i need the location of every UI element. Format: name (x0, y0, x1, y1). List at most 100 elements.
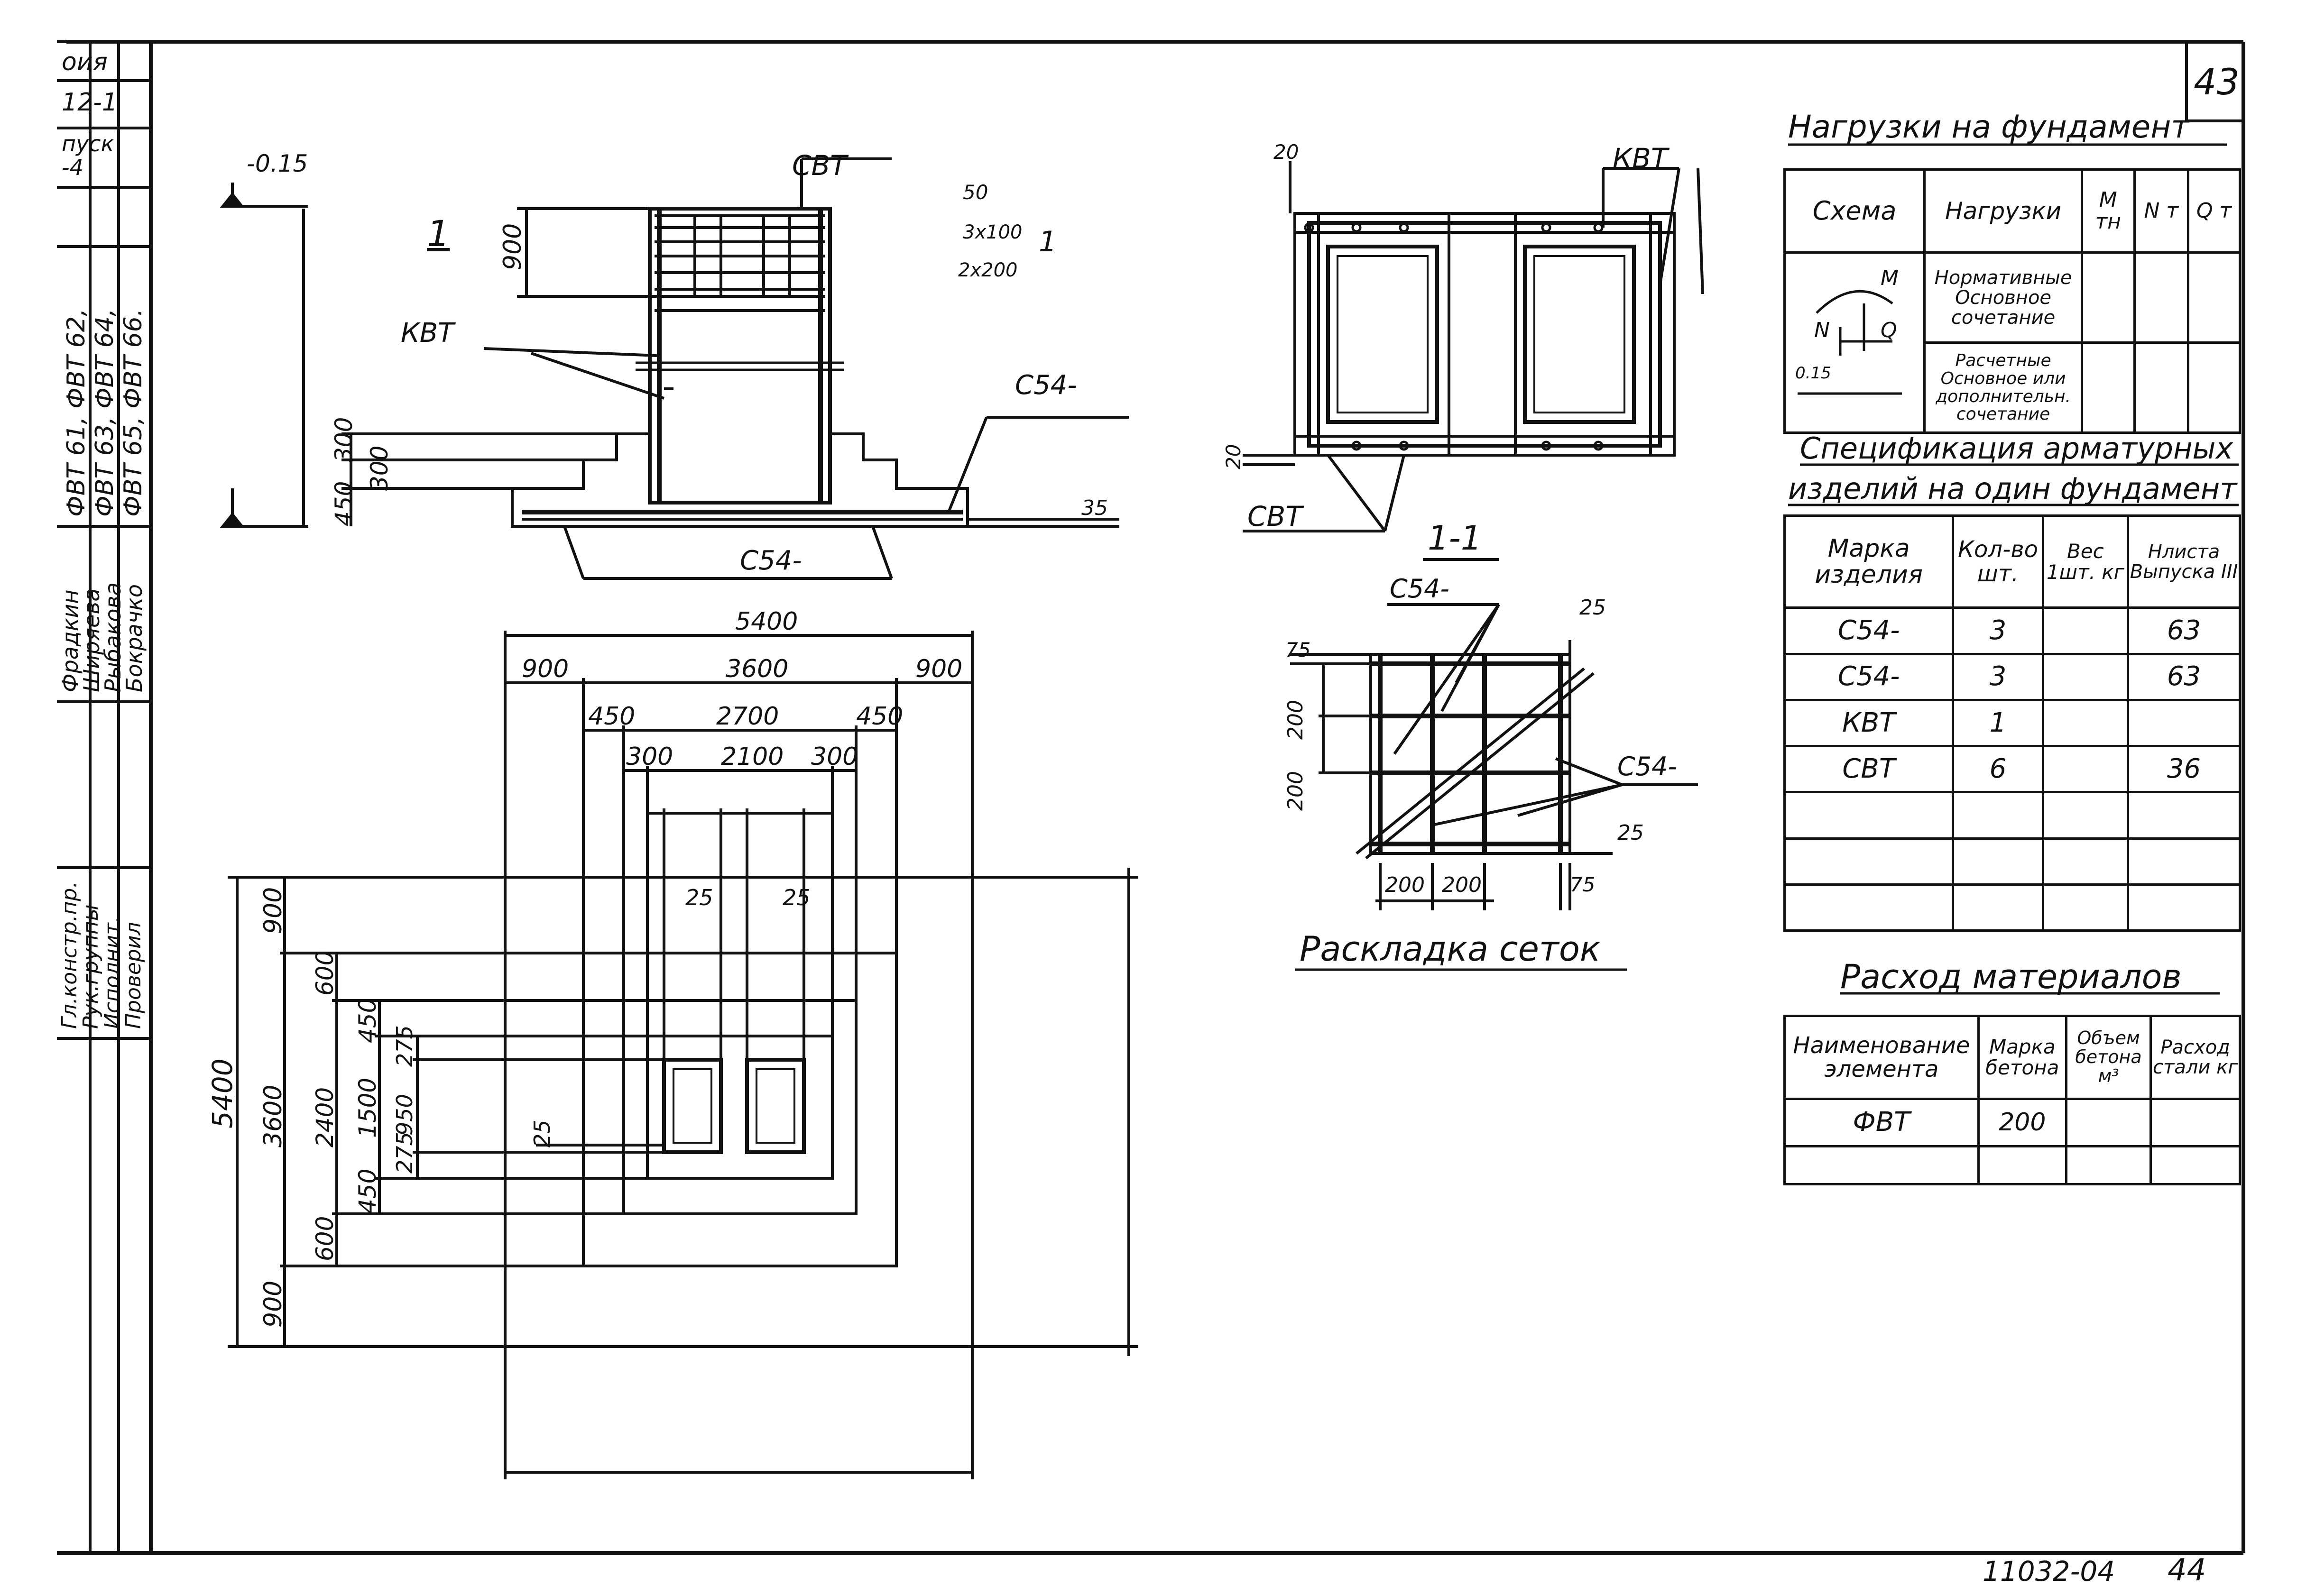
plan-dim-275-bottom: 275 (392, 1132, 417, 1174)
materials-row-1-grade: 200 (1977, 1098, 2067, 1147)
loads-row-normative-m (2080, 251, 2136, 344)
materials-header-volume: Объем бетона м³ (2065, 1015, 2152, 1100)
plan-dim-25-b: 25 (783, 885, 811, 910)
dim-900-section: 900 (498, 223, 527, 270)
materials-row-2-grade (1977, 1145, 2067, 1185)
mesh-dim-25-a: 25 (1579, 596, 1606, 620)
plan-dim-450-left: 450 (588, 702, 636, 731)
mesh-section-title: 1-1 (1428, 519, 1482, 558)
stamp-marks-2: ФВТ 63, ФВТ 64, (91, 308, 119, 517)
doc-code: 11032-04 (1983, 1555, 2115, 1587)
elevation-label: -0.15 (247, 150, 308, 177)
mesh-dim-200-d: 200 (1442, 873, 1482, 897)
loads-header-scheme: Схема (1783, 168, 1926, 254)
plan-dim-450-top: 450 (354, 998, 381, 1043)
spec-row-2-sheet: 63 (2127, 652, 2241, 701)
plan-dim-2700: 2700 (716, 702, 779, 731)
stamp-name-4: Бокрачко (121, 584, 147, 692)
loads-table: Схема Нагрузки М тн N т Q т M N Q 0.15 Н… (1783, 168, 2242, 434)
plan-dim-5400-left: 5400 (206, 1058, 239, 1128)
stamp-marks-3: ФВТ 65, ФВТ 66. (119, 308, 148, 517)
plan-dim-900-right: 900 (915, 655, 963, 683)
spec-row-5-mark (1783, 791, 1955, 840)
spec-row-7-sheet (2127, 883, 2241, 932)
loads-row-design-m (2080, 341, 2136, 434)
mesh-dim-200-a: 200 (1283, 700, 1308, 740)
loads-row-design-n (2133, 341, 2189, 434)
svt-label-top: СВТ (1247, 500, 1302, 532)
plan-dim-300-left: 300 (626, 743, 673, 771)
materials-row-2-volume (2065, 1145, 2152, 1185)
mesh-c54-b: С54- (1617, 752, 1677, 781)
plan-dim-300-right: 300 (811, 743, 858, 771)
mesh-dim-25-b: 25 (1617, 821, 1644, 845)
spec-row-7-mark (1783, 883, 1955, 932)
stamp-marks-1: ФВТ 61, ФВТ 62, (62, 308, 91, 517)
plan-dim-450-bottom: 450 (354, 1168, 381, 1214)
loads-header-loads: Нагрузки (1923, 168, 2083, 254)
scheme-m: M (1881, 266, 1899, 290)
spec-row-1-weight (2041, 606, 2130, 655)
mesh-c54-a: С54- (1390, 574, 1449, 604)
spec-row-6-mark (1783, 837, 1955, 886)
mesh-dim-75-a: 75 (1285, 638, 1311, 661)
spec-row-4-weight (2041, 745, 2130, 794)
spec-row-3-sheet (2127, 698, 2241, 748)
plan-dim-275-top: 275 (392, 1025, 417, 1067)
materials-header-grade: Марка бетона (1977, 1015, 2067, 1100)
spec-row-6-qty (1952, 837, 2044, 886)
scheme-q: Q (1881, 318, 1897, 342)
stamp-name-2: Ширяева (79, 588, 104, 692)
loads-row-normative-q (2186, 251, 2242, 344)
loads-title: Нагрузки на фундамент (1788, 109, 2189, 145)
plan-dim-1500: 1500 (354, 1077, 381, 1138)
c54-label-right: С54- (1015, 370, 1077, 401)
stamp-top-3: пуск (62, 131, 114, 156)
plan-dim-450-right: 450 (856, 702, 904, 731)
scheme-n: N (1814, 318, 1830, 342)
spec-row-4-qty: 6 (1952, 745, 2044, 794)
plan-dim-25-c: 25 (529, 1119, 555, 1147)
stamp-name-1: Фрадкин (57, 589, 83, 692)
mesh-dim-200-c: 200 (1385, 873, 1425, 897)
spec-row-7-qty (1952, 883, 2044, 932)
spec-row-6-weight (2041, 837, 2130, 886)
dim-50: 50 (963, 181, 988, 204)
dim-35: 35 (1081, 496, 1108, 520)
spec-row-2-qty: 3 (1952, 652, 2044, 701)
loads-row-normative-n (2133, 251, 2189, 344)
plan-dim-950: 950 (392, 1094, 417, 1136)
stamp-top-1: оия (62, 48, 108, 76)
spec-title-1: Спецификация арматурных (1800, 431, 2233, 466)
loads-scheme-cell: M N Q 0.15 (1783, 251, 1926, 434)
top-view-dim-20a: 20 (1273, 140, 1299, 164)
dim-300b: 300 (366, 445, 393, 491)
spec-row-1-sheet: 63 (2127, 606, 2241, 655)
spec-row-3-qty: 1 (1952, 698, 2044, 748)
dim-450-section: 450 (330, 481, 358, 526)
materials-row-1-volume (2065, 1098, 2152, 1147)
kvt-label-section: КВТ (401, 318, 454, 349)
cut-mark-right: 1 (1039, 225, 1057, 258)
plan-dim-3600: 3600 (726, 655, 789, 683)
plan-dim-25-a: 25 (685, 885, 713, 910)
plan-dim-600-top: 600 (311, 950, 339, 996)
stamp-role-3: Исполнит. (100, 916, 124, 1029)
stamp-role-1: Гл.констр.пр. (57, 881, 82, 1029)
mesh-dim-200-b: 200 (1283, 771, 1308, 811)
spec-row-1-qty: 3 (1952, 606, 2044, 655)
spec-header-qty: Кол-во шт. (1952, 514, 2044, 609)
plan-dim-900-bottom: 900 (259, 1280, 287, 1328)
plan-dim-600-bottom: 600 (311, 1216, 339, 1261)
loads-row-normative: Нормативные Основное сочетание (1923, 251, 2083, 344)
stamp-role-4: Проверил (121, 922, 146, 1029)
c54-label-bottom: С54- (740, 545, 802, 576)
mesh-caption: Раскладка сеток (1300, 929, 1601, 969)
plan-dim-2400: 2400 (311, 1087, 339, 1147)
stamp-name-3: Рыбакова (100, 582, 126, 692)
spec-row-4-sheet: 36 (2127, 745, 2241, 794)
spec-table: Марка изделия Кол-во шт. Вес 1шт. кг Нли… (1783, 514, 2241, 932)
plan-dim-3600-left: 3600 (259, 1084, 287, 1147)
spec-row-5-qty (1952, 791, 2044, 840)
spec-row-5-sheet (2127, 791, 2241, 840)
